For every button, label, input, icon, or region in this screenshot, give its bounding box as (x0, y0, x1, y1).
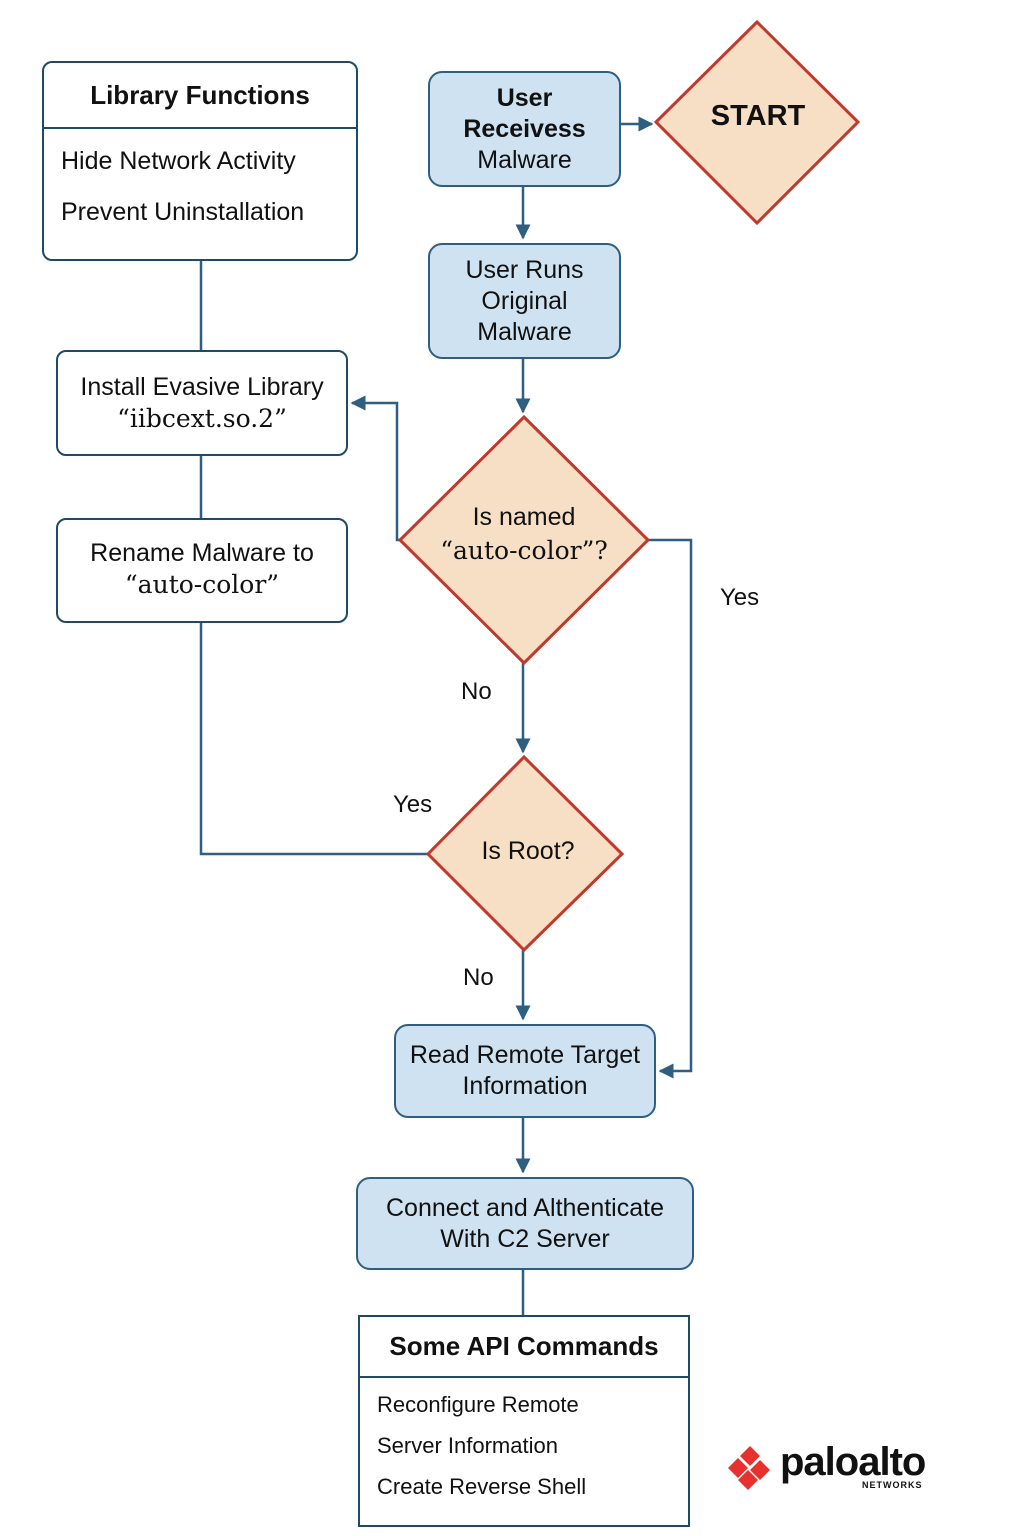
user-runs-malware-node: User Runs Original Malware (428, 243, 621, 359)
logo-wordmark: paloalto (780, 1440, 926, 1484)
no-label-root: No (463, 964, 494, 991)
node-line: Install Evasive Library (80, 373, 324, 401)
no-label-named: No (461, 678, 492, 705)
api-commands-title: Some API Commands (360, 1317, 688, 1378)
connect-c2-node: Connect and Althenticate With C2 Server (356, 1177, 694, 1270)
node-line: Malware (477, 317, 572, 346)
node-line: User Runs (465, 255, 584, 284)
yes-label-root: Yes (393, 791, 433, 818)
decision-line: Is named (472, 503, 576, 531)
decision-line: “auto-color”? (440, 536, 608, 565)
edge-named-to-install (350, 395, 400, 542)
yes-label-named: Yes (720, 584, 760, 611)
node-line: Information (462, 1072, 588, 1100)
api-commands-panel: Some API Commands Reconfigure Remote Ser… (358, 1315, 690, 1527)
read-remote-target-node: Read Remote Target Information (394, 1024, 656, 1118)
node-line: Connect and Althenticate (386, 1193, 664, 1222)
malware-name: “auto-color” (124, 570, 280, 599)
rename-malware-node: Rename Malware to “auto-color” (56, 518, 348, 623)
library-functions-panel: Library Functions Hide Network Activity … (42, 61, 358, 261)
library-functions-title: Library Functions (44, 63, 356, 129)
node-line: With C2 Server (440, 1224, 610, 1253)
node-line: Original (481, 286, 568, 315)
is-root-label: Is Root? (481, 837, 575, 865)
logo-subtext: NETWORKS (862, 1480, 923, 1490)
start-diamond (653, 19, 861, 226)
is-named-label: Is named “auto-color”? (424, 500, 624, 568)
api-command-item: Reconfigure Remote (377, 1392, 579, 1417)
is-named-diamond (397, 414, 651, 666)
paloalto-logo: paloalto NETWORKS (726, 1440, 936, 1492)
user-receives-malware-node: User Receivess Malware (428, 71, 621, 187)
node-line: Receivess (463, 114, 586, 143)
is-root-diamond (425, 754, 625, 953)
edge-named-yes-to-read (648, 538, 693, 1079)
start-label: START (710, 100, 806, 132)
library-function-item: Hide Network Activity (61, 147, 296, 175)
node-line: User (496, 83, 553, 112)
node-line: Rename Malware to (90, 539, 314, 567)
api-command-item: Server Information (377, 1433, 558, 1458)
node-line: Read Remote Target (409, 1041, 641, 1069)
edge-root-yes-to-rename (199, 622, 428, 856)
install-library-node: Install Evasive Library “iibcext.so.2” (56, 350, 348, 456)
paloalto-mark-icon (728, 1446, 770, 1490)
node-line: Malware (477, 145, 572, 174)
library-filename: “iibcext.so.2” (117, 404, 287, 433)
library-function-item: Prevent Uninstallation (61, 198, 305, 226)
api-command-item: Create Reverse Shell (377, 1474, 587, 1499)
